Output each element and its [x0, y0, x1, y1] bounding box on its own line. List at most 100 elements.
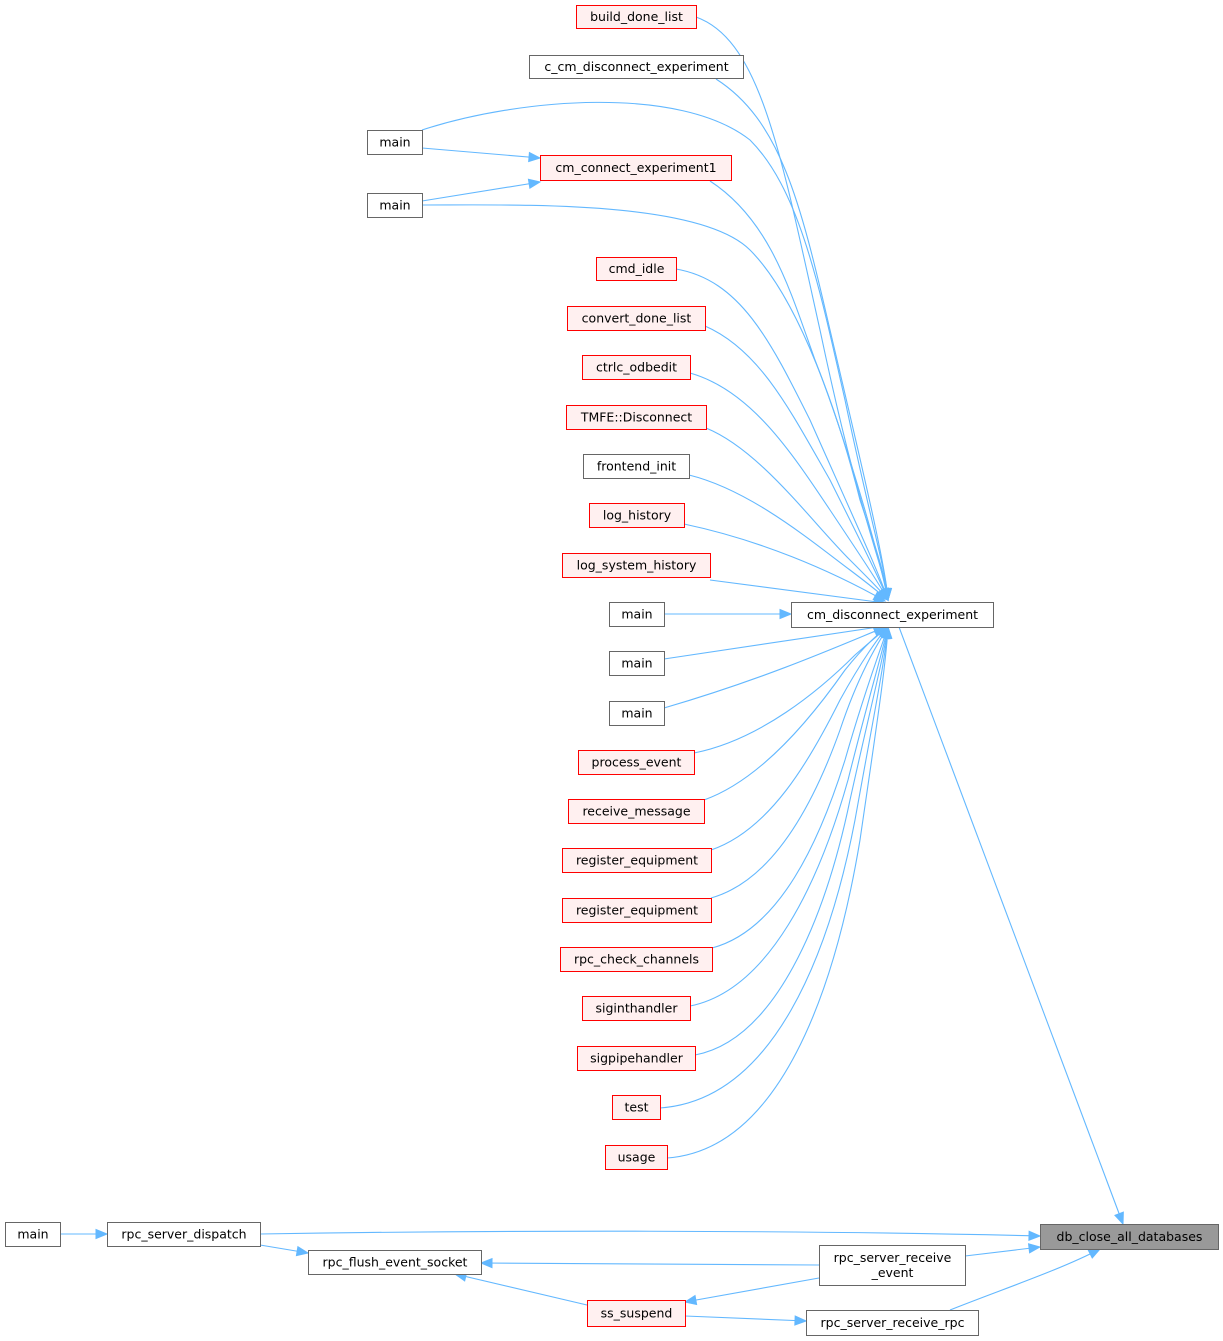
node-box [587, 1300, 686, 1327]
edge-ss_suspend-to-rpc_flush_event_socket [454, 1273, 588, 1306]
edge-main_b-to-cm_connect_experiment1 [421, 181, 541, 202]
node-label: receive_message [582, 804, 690, 819]
node-cmd-idle[interactable]: cmd_idle [596, 257, 677, 281]
node-box [540, 155, 732, 181]
node-box [308, 1250, 482, 1275]
edge-receive_message-to-cm_disconnect_experiment [703, 626, 889, 801]
node-rpc-check-channels[interactable]: rpc_check_channels [560, 947, 713, 972]
arrowhead-cm_disconnect_experiment-to-db_close_all_databases [1114, 1211, 1124, 1226]
edge-cm_connect_experiment1-to-cm_disconnect_experiment [709, 180, 889, 601]
node-main-f[interactable]: main [5, 1222, 61, 1247]
node-build-done-list[interactable]: build_done_list [576, 5, 697, 29]
node-label: db_close_all_databases [1057, 1229, 1203, 1244]
node-log-system-history[interactable]: log_system_history [562, 553, 711, 578]
node-register-equipment-a[interactable]: register_equipment [562, 848, 712, 873]
edge-rpc_check_channels-to-cm_disconnect_experiment [711, 626, 889, 949]
node-label: cmd_idle [609, 261, 665, 276]
edge-main_d-to-cm_disconnect_experiment [663, 625, 886, 660]
node-box [578, 750, 695, 775]
arrowhead-rpc_server_dispatch-to-rpc_flush_event_socket [295, 1245, 310, 1257]
edge-process_event-to-cm_disconnect_experiment [693, 626, 889, 754]
edge-usage-to-cm_disconnect_experiment [666, 626, 889, 1159]
edge-c_cm_disconnect_experiment-to-cm_disconnect_experiment [715, 78, 889, 601]
node-label: build_done_list [590, 9, 683, 24]
node-frontend-init[interactable]: frontend_init [583, 454, 690, 479]
node-rpc-server-receive-event[interactable]: rpc_server_receive_event [819, 1245, 966, 1286]
arrowhead-rpc_server_receive_event-to-db_close_all_databases [1027, 1243, 1042, 1254]
node-box [582, 996, 691, 1021]
edge-main_e-to-cm_disconnect_experiment [663, 626, 886, 709]
node-label: cm_connect_experiment1 [555, 160, 716, 175]
node-box [5, 1222, 61, 1247]
node-label: register_equipment [576, 903, 698, 918]
node-siginthandler[interactable]: siginthandler [582, 996, 691, 1021]
edge-rpc_server_receive_event-to-db_close_all_databases [964, 1246, 1041, 1257]
arrowhead-ss_suspend-to-rpc_server_receive_rpc [794, 1315, 808, 1326]
node-box [612, 1095, 661, 1120]
node-label: test [624, 1100, 648, 1115]
node-main-c[interactable]: main [609, 602, 665, 627]
arrowhead-rpc_server_receive_rpc-to-db_close_all_databases [1087, 1248, 1102, 1259]
arrowhead-usage-to-cm_disconnect_experiment [882, 625, 893, 639]
node-label: convert_done_list [582, 311, 692, 326]
node-main-d[interactable]: main [609, 651, 665, 676]
node-box [806, 1310, 979, 1336]
node-usage[interactable]: usage [605, 1145, 668, 1170]
node-label: register_equipment [576, 853, 698, 868]
node-cm-connect-experiment1[interactable]: cm_connect_experiment1 [540, 155, 732, 181]
node-box [367, 193, 423, 218]
node-box [107, 1222, 261, 1247]
node-label: c_cm_disconnect_experiment [544, 59, 728, 74]
edge-register_equipment_a-to-cm_disconnect_experiment [710, 626, 889, 851]
node-cm-disconnect-experiment[interactable]: cm_disconnect_experiment [791, 602, 994, 628]
edge-rpc_server_receive_event-to-ss_suspend [684, 1277, 820, 1303]
node-main-e[interactable]: main [609, 701, 665, 726]
edge-frontend_init-to-cm_disconnect_experiment [688, 474, 889, 601]
node-rpc-flush-event-socket[interactable]: rpc_flush_event_socket [308, 1250, 482, 1275]
node-db-close-all-databases[interactable]: db_close_all_databases [1040, 1224, 1219, 1250]
node-rpc-server-receive-rpc[interactable]: rpc_server_receive_rpc [806, 1310, 979, 1336]
node-convert-done-list[interactable]: convert_done_list [567, 306, 706, 331]
node-process-event[interactable]: process_event [578, 750, 695, 775]
edge-test-to-cm_disconnect_experiment [659, 626, 889, 1109]
arrowhead-main_a-to-cm_connect_experiment1 [528, 151, 542, 163]
edge-main_a-to-cm_disconnect_experiment [421, 101, 889, 601]
edge-tmfe_disconnect-to-cm_disconnect_experiment [705, 427, 889, 601]
node-label: main [379, 198, 410, 213]
arrowhead-main_b-to-cm_connect_experiment1 [527, 178, 542, 190]
edge-log_history-to-cm_disconnect_experiment [683, 523, 886, 602]
node-register-equipment-b[interactable]: register_equipment [562, 898, 712, 923]
edge-sigpipehandler-to-cm_disconnect_experiment [694, 626, 889, 1056]
node-main-b[interactable]: main [367, 193, 423, 218]
node-test[interactable]: test [612, 1095, 661, 1120]
node-label: main [621, 706, 652, 721]
node-receive-message[interactable]: receive_message [568, 799, 705, 824]
node-box [1040, 1224, 1219, 1250]
node-ctrlc-odbedit[interactable]: ctrlc_odbedit [582, 355, 691, 380]
node-label: usage [618, 1150, 656, 1165]
node-box [529, 55, 744, 79]
arrowhead-rpc_server_dispatch-to-db_close_all_databases [1028, 1230, 1042, 1241]
node-label: rpc_server_dispatch [121, 1227, 246, 1242]
node-box [596, 257, 677, 281]
node-label: main [621, 607, 652, 622]
node-label: log_history [603, 508, 672, 523]
node-box [609, 701, 665, 726]
node-rpc-server-dispatch[interactable]: rpc_server_dispatch [107, 1222, 261, 1247]
node-label: frontend_init [597, 459, 676, 474]
node-label: siginthandler [596, 1001, 679, 1016]
node-label: rpc_check_channels [574, 952, 699, 967]
node-log-history[interactable]: log_history [589, 503, 685, 528]
node-c-cm-disconnect-experiment[interactable]: c_cm_disconnect_experiment [529, 55, 744, 79]
node-box [576, 5, 697, 29]
arrowhead-rpc_server_receive_event-to-rpc_flush_event_socket [479, 1257, 493, 1269]
node-main-a[interactable]: main [367, 130, 423, 155]
edge-register_equipment_b-to-cm_disconnect_experiment [710, 626, 889, 899]
edge-rpc_server_receive_event-to-rpc_flush_event_socket [480, 1262, 820, 1266]
node-box [367, 130, 423, 155]
node-label: _event [871, 1265, 914, 1280]
edge-rpc_server_dispatch-to-db_close_all_databases [259, 1230, 1041, 1237]
node-tmfe-disconnect[interactable]: TMFE::Disconnect [566, 405, 707, 430]
node-sigpipehandler[interactable]: sigpipehandler [577, 1046, 696, 1071]
node-ss-suspend[interactable]: ss_suspend [587, 1300, 686, 1327]
